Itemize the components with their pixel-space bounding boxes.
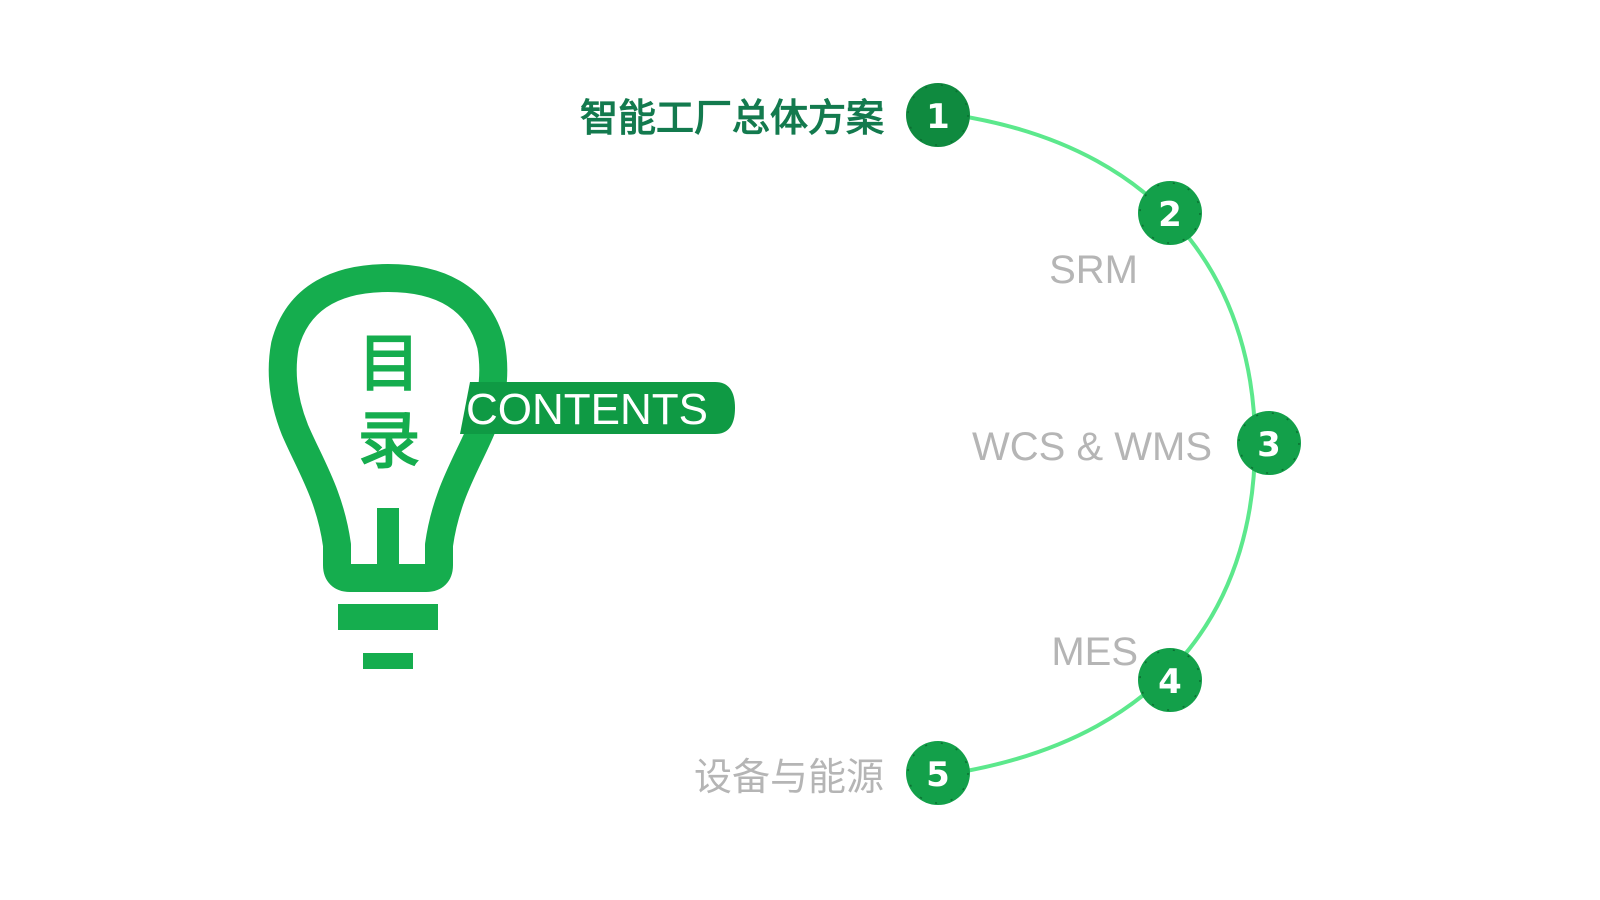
item-number-1: 1 xyxy=(926,97,950,137)
toc-item-4[interactable]: 4 MES xyxy=(1051,630,1202,712)
item-label-4: MES xyxy=(1051,630,1138,674)
title-char-2: 录 xyxy=(358,404,420,477)
item-label-3: WCS & WMS xyxy=(972,425,1212,469)
toc-item-2[interactable]: 2 SRM xyxy=(1049,181,1202,292)
title-char-1: 目 xyxy=(358,327,420,400)
item-badge-5 xyxy=(906,741,970,805)
item-number-4: 4 xyxy=(1158,662,1182,702)
item-badge-ring-4 xyxy=(1139,649,1201,711)
item-badge-ring-2 xyxy=(1139,182,1201,244)
item-number-2: 2 xyxy=(1158,195,1182,235)
contents-banner xyxy=(460,382,735,434)
contents-subtitle: CONTENTS xyxy=(466,385,708,434)
item-badge-1 xyxy=(906,83,970,147)
bulb-base-bar-2 xyxy=(363,653,413,669)
toc-item-5[interactable]: 5 设备与能源 xyxy=(694,741,970,805)
item-badge-3 xyxy=(1237,411,1301,475)
item-badge-ring-1 xyxy=(907,84,969,146)
item-badge-4 xyxy=(1138,648,1202,712)
item-label-5: 设备与能源 xyxy=(694,755,884,799)
toc-item-1[interactable]: 1 智能工厂总体方案 xyxy=(580,83,970,147)
item-label-2: SRM xyxy=(1049,248,1138,292)
item-label-1: 智能工厂总体方案 xyxy=(580,96,885,140)
bulb-base-bar-1 xyxy=(338,604,438,630)
bulb-filament xyxy=(377,508,399,566)
item-badge-2 xyxy=(1138,181,1202,245)
lightbulb-icon xyxy=(268,264,508,669)
item-badge-ring-3 xyxy=(1238,412,1300,474)
item-number-3: 3 xyxy=(1257,425,1281,465)
toc-item-3[interactable]: 3 WCS & WMS xyxy=(972,411,1301,475)
item-number-5: 5 xyxy=(926,755,950,795)
item-badge-ring-5 xyxy=(907,742,969,804)
bulb-outline xyxy=(268,264,508,592)
